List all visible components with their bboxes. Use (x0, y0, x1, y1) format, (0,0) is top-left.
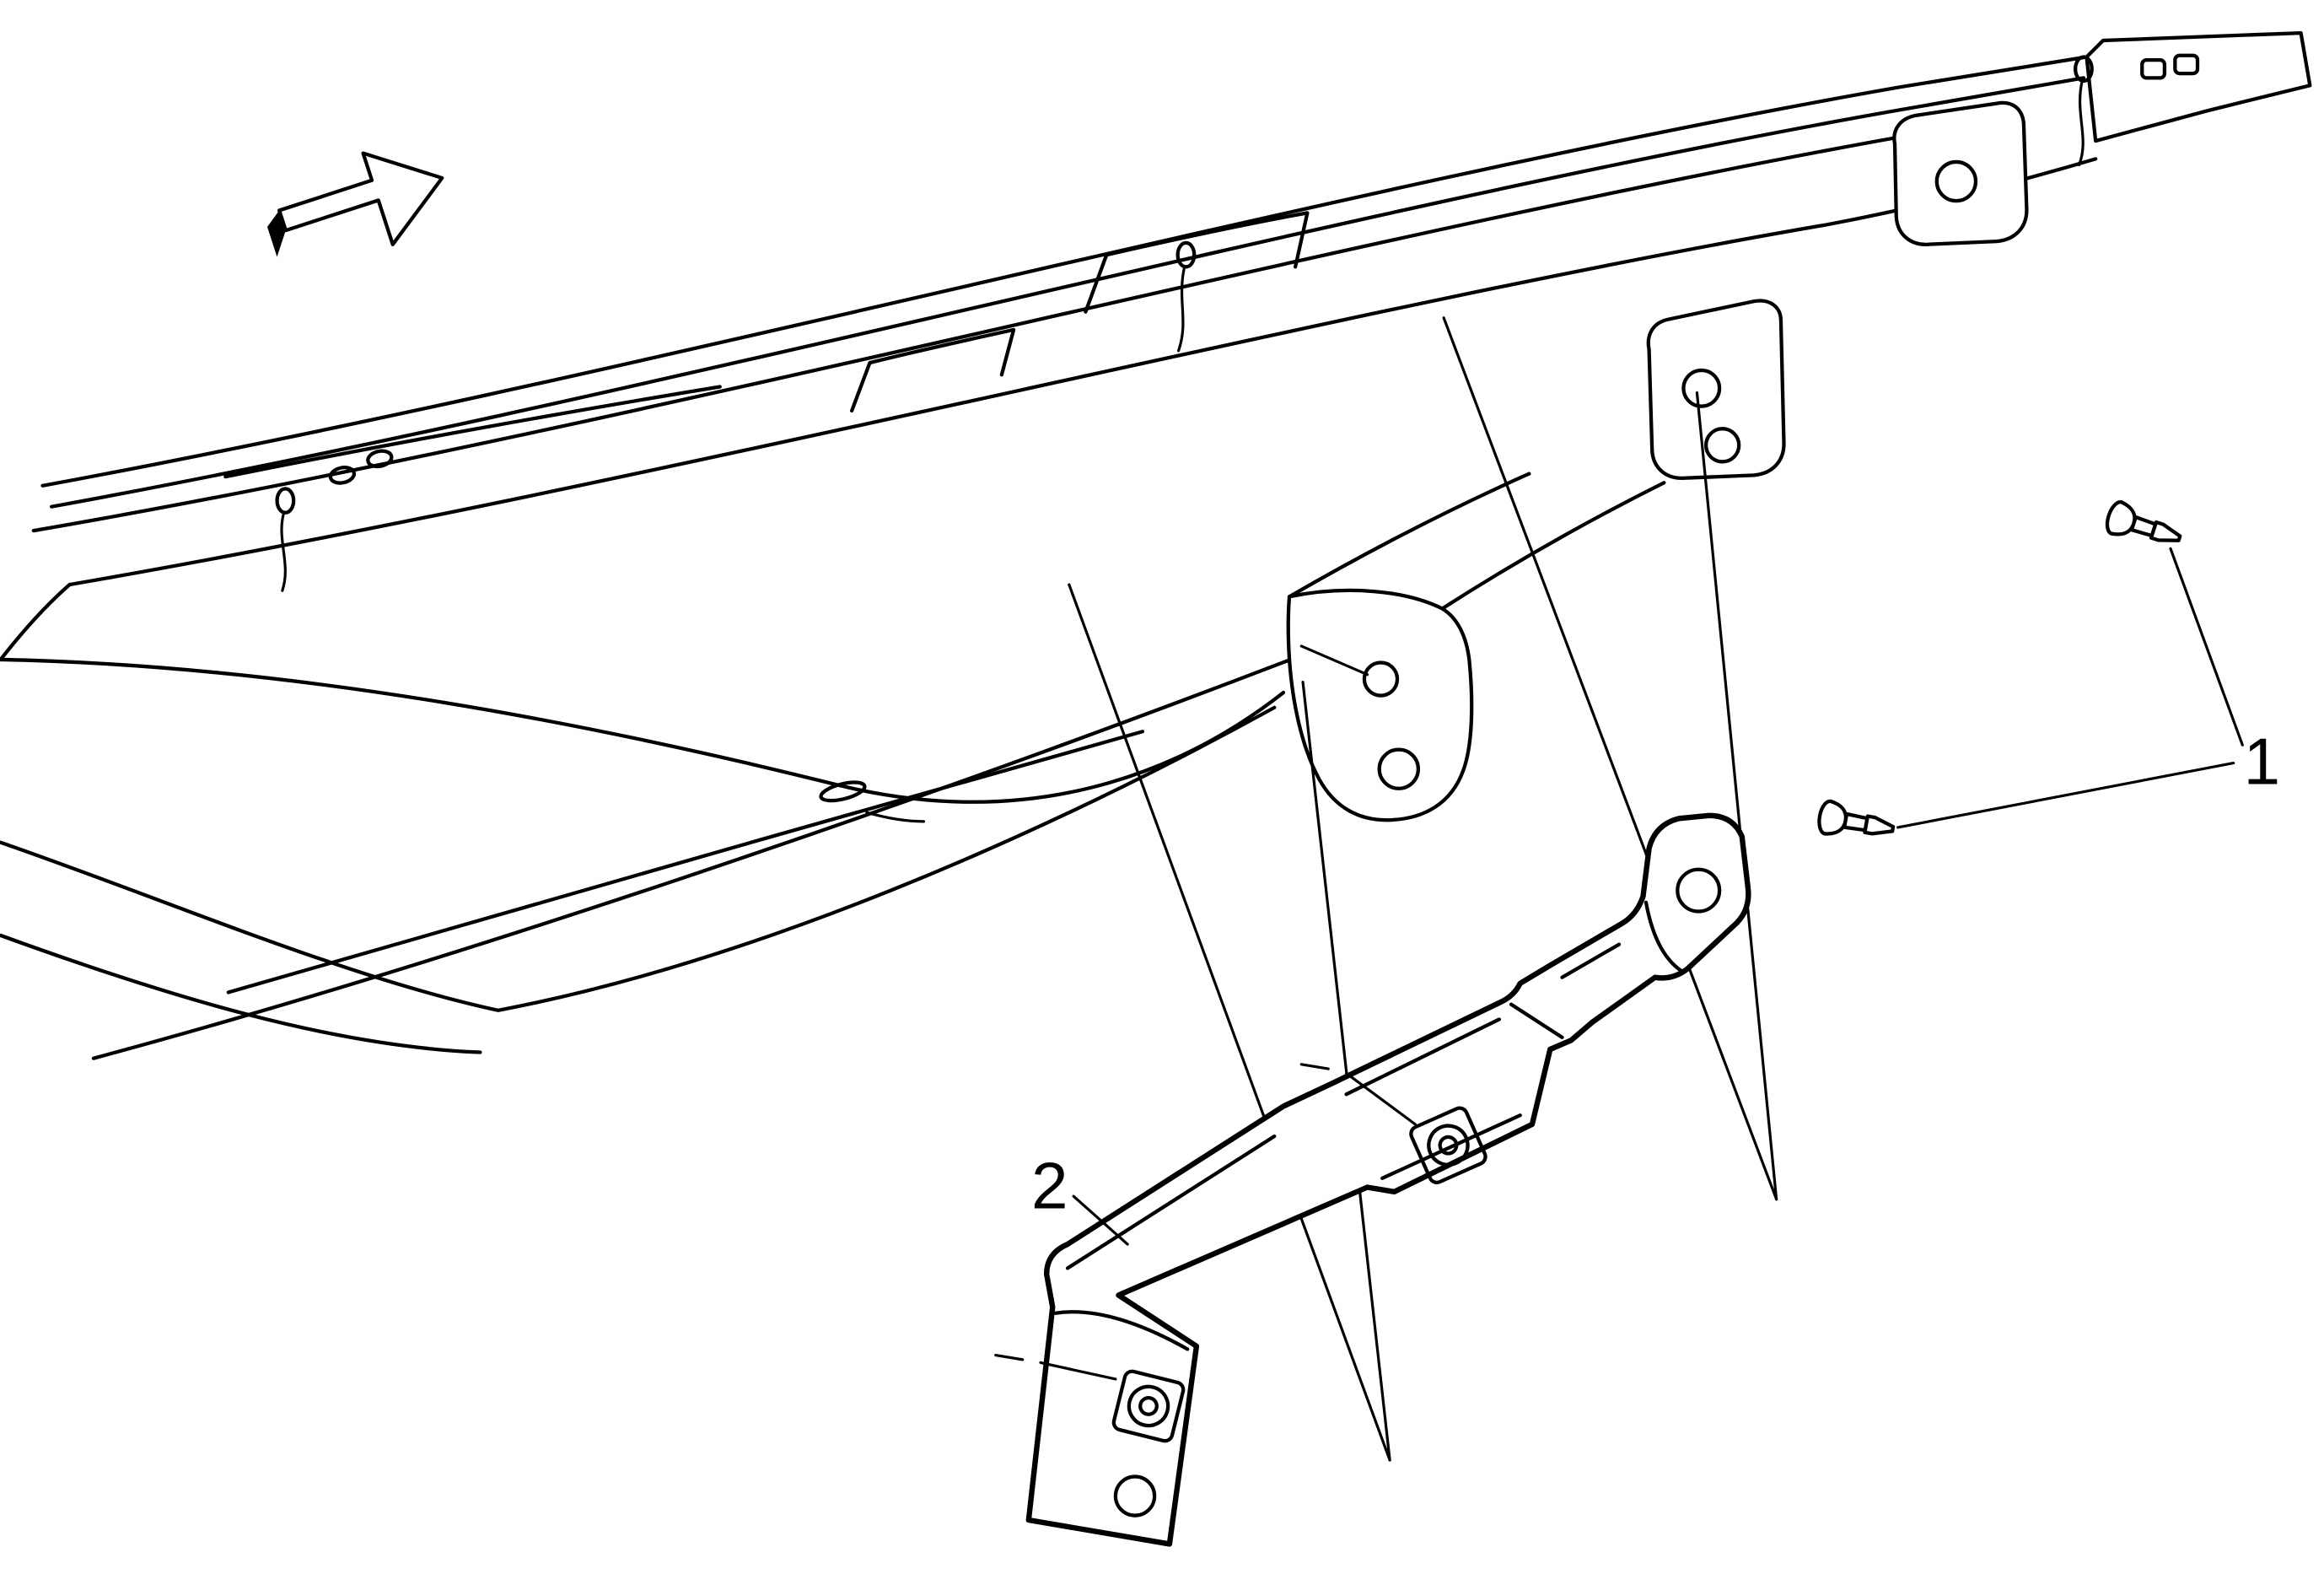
end-cap-slot (2173, 53, 2200, 76)
tab-hole (1703, 427, 1741, 464)
arrow-outline (277, 151, 444, 246)
panel-raised-tab (1084, 211, 1310, 314)
tab-hole (1934, 159, 1978, 203)
arch-line (91, 655, 1300, 1060)
callout-1-leaders (1896, 547, 2244, 829)
projection-lines (1068, 316, 1778, 1462)
arch-lip-line (0, 933, 482, 1054)
hole-leader (1299, 1063, 1417, 1126)
clip-nut-lower (1111, 1369, 1186, 1443)
hole-leader (994, 1353, 1117, 1381)
panel-raised-tab (849, 327, 1016, 413)
bracket-hole (1676, 867, 1722, 914)
tab-outline (1892, 100, 2029, 246)
panel-edge-line (50, 76, 2086, 509)
callout-label-1: 1 (2244, 724, 2280, 798)
clip-nut-center (1438, 1135, 1459, 1156)
attachment-hole (1377, 747, 1421, 790)
arch-lip-line (0, 705, 1277, 1012)
clip-nut-body (1409, 1106, 1487, 1184)
bracket-crease (1643, 900, 1684, 973)
bracket-part (994, 812, 1751, 1547)
fender-detail (865, 811, 926, 823)
rivet-fastener-lower (1817, 799, 1896, 836)
body-panel-band (31, 30, 2312, 592)
panel-inner-line (223, 385, 722, 479)
clip-nut-ring (1427, 1124, 1470, 1167)
direction-arrow-icon (266, 151, 444, 257)
hole-leader (1299, 644, 1369, 676)
fender-panel (0, 582, 1300, 1060)
bracket-crease (1344, 1017, 1501, 1097)
clip-pin-right (2074, 55, 2094, 167)
clip-pin-middle (1175, 240, 1197, 353)
rivet-fastener-upper (2105, 500, 2182, 542)
pin-wire (2078, 79, 2085, 167)
pillar-line (1287, 472, 1531, 599)
attachment-outline (1286, 588, 1474, 822)
rivet-tip (1863, 814, 1896, 836)
bracket-crease (1560, 942, 1622, 979)
pin-wire (280, 511, 287, 592)
clip-pin-left (275, 487, 296, 592)
callout-2-leader (1072, 1194, 1129, 1246)
tab-outline (1646, 299, 1786, 481)
attachment-panel (1286, 472, 1666, 822)
panel-edge-line (31, 127, 1948, 533)
tab-hole (1681, 368, 1722, 408)
arrow-tail-face (266, 210, 286, 257)
callout-label-2: 2 (1031, 1148, 1068, 1222)
pin-head (2074, 55, 2094, 84)
mounting-tab-upper (1892, 100, 2029, 246)
projection-line (1068, 583, 1391, 1462)
panel-edge-line (67, 157, 2098, 587)
bracket-crease (1509, 1002, 1564, 1039)
bracket-outline (1025, 812, 1751, 1547)
pillar-line (1440, 481, 1666, 611)
fender-line (0, 657, 1286, 804)
bracket-crease (1065, 1134, 1277, 1270)
clip-nut-center (1138, 1396, 1159, 1416)
pin-wire (1176, 265, 1186, 353)
panel-edge-line (40, 55, 2089, 488)
fender-line (0, 582, 72, 662)
mounting-tab-lower (1646, 299, 1786, 481)
bracket-hole (1113, 1474, 1157, 1517)
clip-nut-body (1111, 1369, 1186, 1443)
fender-slot (819, 780, 867, 803)
callout-leader (2169, 547, 2244, 747)
projection-line (1442, 316, 1778, 1201)
rivet-tip (2149, 520, 2182, 542)
panel-dimple (366, 449, 394, 469)
panel-dimple (328, 466, 357, 485)
projection-line (1695, 391, 1778, 1201)
attachment-hole (1362, 660, 1400, 698)
pin-head (275, 487, 296, 515)
projection-line (1301, 681, 1391, 1462)
callout-leader (1896, 761, 2235, 829)
arch-line (226, 730, 1145, 995)
end-cap-slot (2140, 57, 2167, 80)
bracket-crease (1380, 1113, 1522, 1180)
panel-end-cap (2085, 30, 2312, 143)
pin-head (1175, 240, 1197, 269)
clip-nut-ring (1127, 1384, 1170, 1428)
clip-nut-upper (1409, 1106, 1487, 1184)
bracket-crease (1053, 1310, 1190, 1351)
